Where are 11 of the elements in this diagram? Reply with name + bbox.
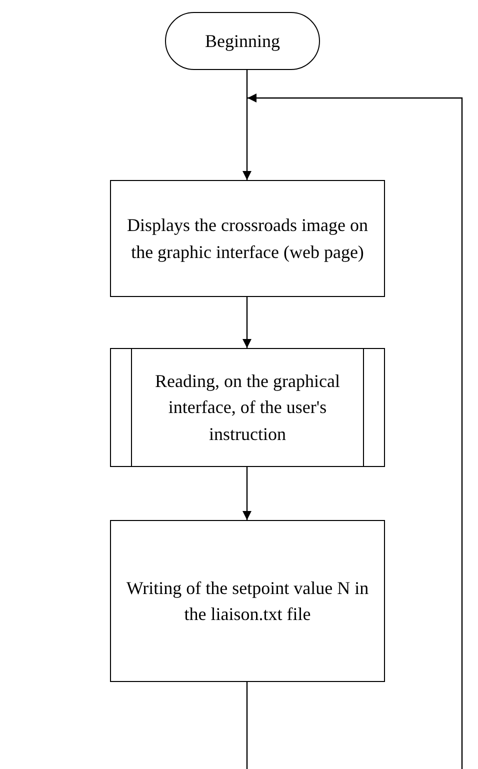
arrow (242, 467, 252, 520)
node-label: Displays the crossroads image on the graphic interface (web page) (126, 214, 369, 264)
subprocess-box (110, 348, 385, 467)
process-box (110, 180, 385, 297)
arrow (248, 94, 463, 769)
process-box (110, 520, 385, 682)
node-label: Reading, on the graphical interface, of the user's instruction (154, 370, 341, 446)
node-label: Writing of the setpoint value N in the liaison.txt file (125, 576, 370, 626)
node-label: Beginning (205, 30, 280, 53)
arrow (242, 70, 252, 180)
arrow (242, 297, 252, 348)
